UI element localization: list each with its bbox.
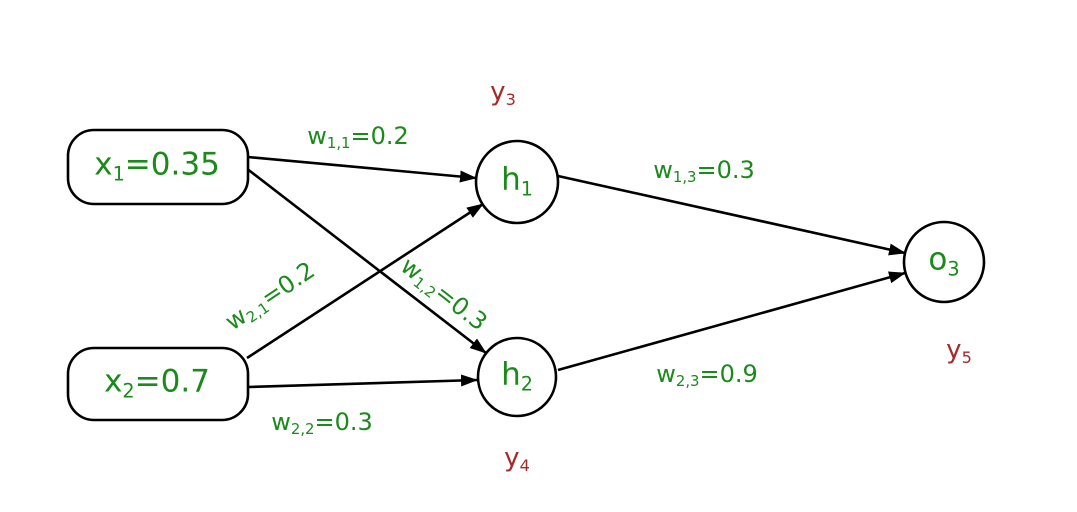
node-x1-label: x1=0.35 bbox=[94, 146, 220, 183]
node-x2-value: =0.7 bbox=[134, 363, 210, 400]
node-x1-value: =0.35 bbox=[124, 146, 220, 183]
weight-label-w23: w2,3=0.9 bbox=[656, 360, 758, 389]
w11-base: w bbox=[307, 122, 327, 150]
w13-value: =0.3 bbox=[696, 156, 755, 184]
w22-base: w bbox=[271, 408, 291, 436]
node-h2-sub: 2 bbox=[520, 372, 533, 396]
w23-value: =0.9 bbox=[699, 360, 758, 388]
output-label-y5: y5 bbox=[946, 335, 972, 365]
edge-h1-o3 bbox=[557, 174, 906, 256]
edge-h2-o3 bbox=[557, 271, 906, 372]
output-label-y4: y4 bbox=[504, 443, 530, 473]
w23-base: w bbox=[656, 360, 676, 388]
edge-x2-h1 bbox=[246, 202, 484, 360]
node-h1-shape bbox=[474, 139, 560, 225]
y3-sub: 3 bbox=[505, 89, 516, 109]
weight-label-w11: w1,1=0.2 bbox=[307, 122, 409, 151]
y4-base: y bbox=[504, 443, 520, 473]
output-label-y3: y3 bbox=[490, 77, 516, 107]
node-x1-shape bbox=[66, 128, 250, 206]
node-x1-sub: 1 bbox=[112, 162, 125, 186]
w11-value: =0.2 bbox=[350, 122, 409, 150]
node-o3-base: o bbox=[928, 241, 948, 278]
node-h2-base: h bbox=[501, 356, 521, 393]
weight-label-w13: w1,3=0.3 bbox=[653, 156, 755, 185]
node-o3-sub: 3 bbox=[947, 257, 960, 281]
node-o3-label: o3 bbox=[928, 241, 959, 278]
w22-sub: 2,2 bbox=[290, 420, 315, 439]
y5-sub: 5 bbox=[961, 347, 972, 367]
weight-label-w22: w2,2=0.3 bbox=[271, 408, 373, 437]
y5-base: y bbox=[946, 335, 962, 365]
node-h1-base: h bbox=[501, 161, 521, 198]
w13-sub: 1,3 bbox=[672, 168, 697, 187]
node-x2-shape bbox=[66, 346, 250, 422]
node-x2-label: x2=0.7 bbox=[104, 363, 210, 400]
node-h2-shape bbox=[476, 336, 558, 418]
w11-sub: 1,1 bbox=[326, 134, 351, 153]
node-x2-sub: 2 bbox=[122, 379, 135, 403]
node-h1-sub: 1 bbox=[520, 177, 533, 201]
y4-sub: 4 bbox=[519, 455, 530, 475]
node-x2-base: x bbox=[104, 363, 123, 400]
w23-sub: 2,3 bbox=[675, 372, 700, 391]
edge-x1-h1 bbox=[247, 155, 477, 183]
node-o3-shape bbox=[902, 220, 986, 304]
node-h1-label: h1 bbox=[501, 161, 533, 198]
edge-x2-h2 bbox=[247, 374, 478, 389]
y3-base: y bbox=[490, 77, 506, 107]
edge-x1-h2 bbox=[245, 166, 487, 355]
node-x1-base: x bbox=[94, 146, 113, 183]
w13-base: w bbox=[653, 156, 673, 184]
w22-value: =0.3 bbox=[314, 408, 373, 436]
node-h2-label: h2 bbox=[501, 356, 533, 393]
